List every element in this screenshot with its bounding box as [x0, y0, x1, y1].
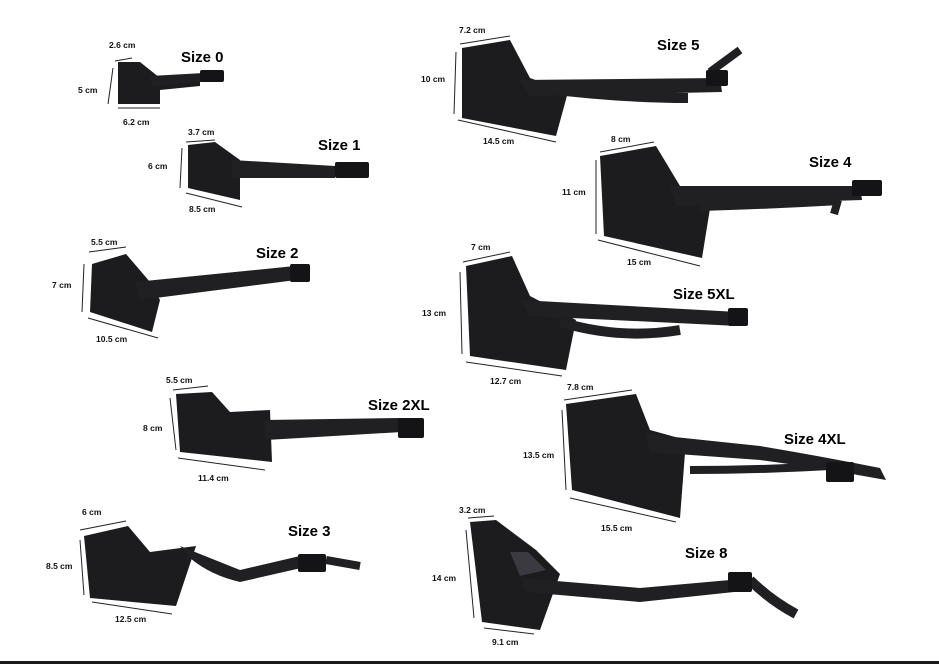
size-label-3: Size 3: [288, 523, 331, 540]
muzzle-size-2: [81, 246, 310, 339]
dim-height-2xl: 8 cm: [143, 423, 163, 433]
muzzle-size-2xl: [169, 385, 424, 471]
size-label-0: Size 0: [181, 49, 224, 66]
dim-height-8: 14 cm: [432, 573, 457, 583]
size-label-5xl: Size 5XL: [673, 286, 735, 303]
dim-top-8: 3.2 cm: [459, 505, 486, 515]
dim-top-4: 8 cm: [611, 134, 631, 144]
dim-height-5xl: 13 cm: [422, 308, 447, 318]
dim-top-3: 6 cm: [82, 507, 102, 517]
size-label-2: Size 2: [256, 245, 299, 262]
dim-height-5: 10 cm: [421, 74, 446, 84]
dim-top-1: 3.7 cm: [188, 127, 215, 137]
size-label-5: Size 5: [657, 37, 700, 54]
dim-top-4xl: 7.8 cm: [567, 382, 594, 392]
muzzle-size-0: [107, 57, 224, 109]
dim-height-4xl: 13.5 cm: [523, 450, 555, 460]
dim-length-4xl: 15.5 cm: [601, 523, 633, 533]
size-label-8: Size 8: [685, 545, 728, 562]
dim-height-3: 8.5 cm: [46, 561, 73, 571]
dim-length-5xl: 12.7 cm: [490, 376, 522, 386]
dim-length-2: 10.5 cm: [96, 334, 128, 344]
dim-length-8: 9.1 cm: [492, 637, 519, 647]
dim-length-1: 8.5 cm: [189, 204, 216, 214]
dim-top-2xl: 5.5 cm: [166, 375, 193, 385]
dim-length-5: 14.5 cm: [483, 136, 515, 146]
dim-top-5: 7.2 cm: [459, 25, 486, 35]
dim-length-2xl: 11.4 cm: [198, 473, 229, 483]
size-label-2xl: Size 2XL: [368, 397, 430, 414]
muzzle-size-4xl: [561, 389, 886, 523]
muzzle-size-3: [79, 520, 361, 615]
muzzle-size-4: [595, 141, 882, 267]
dim-length-4: 15 cm: [627, 257, 652, 267]
muzzle-size-1: [179, 139, 369, 208]
dim-top-2: 5.5 cm: [91, 237, 118, 247]
muzzle-size-8: [465, 515, 799, 635]
size-label-1: Size 1: [318, 137, 361, 154]
dim-length-3: 12.5 cm: [115, 614, 147, 624]
dim-height-4: 11 cm: [562, 187, 586, 197]
muzzle-size-5xl: [459, 251, 748, 377]
muzzle-size-5: [453, 35, 743, 143]
bottom-border: [0, 661, 939, 664]
dim-height-1: 6 cm: [148, 161, 168, 171]
dim-top-5xl: 7 cm: [471, 242, 491, 252]
dim-length-0: 6.2 cm: [123, 117, 150, 127]
size-label-4: Size 4: [809, 154, 852, 171]
dim-height-2: 7 cm: [52, 280, 72, 290]
size-label-4xl: Size 4XL: [784, 431, 846, 448]
dim-height-0: 5 cm: [78, 85, 98, 95]
dim-top-0: 2.6 cm: [109, 40, 136, 50]
